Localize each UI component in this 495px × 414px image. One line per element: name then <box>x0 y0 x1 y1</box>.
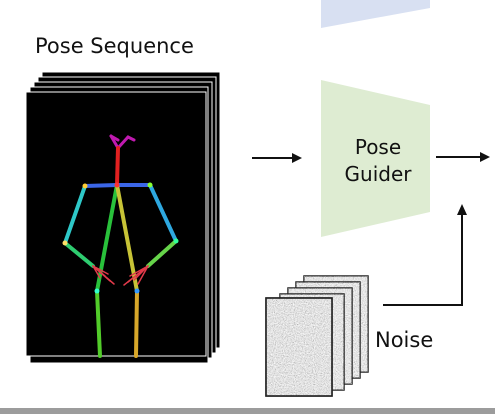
pose-frame-stack <box>25 71 221 364</box>
pose-guider-label-line1: Pose <box>354 135 402 159</box>
pose-frame-front <box>25 91 207 357</box>
arrow-from-guider <box>436 152 490 162</box>
noise-texture <box>266 298 332 396</box>
pose-guider-label-line2: Guider <box>344 162 412 186</box>
bottom-divider <box>0 408 495 414</box>
pose-guider-label: Pose Guider <box>328 134 428 188</box>
pose-sequence-label: Pose Sequence <box>35 34 194 58</box>
top-block <box>321 0 430 28</box>
noise-stack <box>265 275 369 397</box>
arrow-from-noise <box>383 204 467 306</box>
pose-guider-block <box>321 80 430 237</box>
noise-label: Noise <box>375 328 434 352</box>
pose-skeleton <box>62 134 179 358</box>
arrow-to-guider <box>252 153 302 163</box>
